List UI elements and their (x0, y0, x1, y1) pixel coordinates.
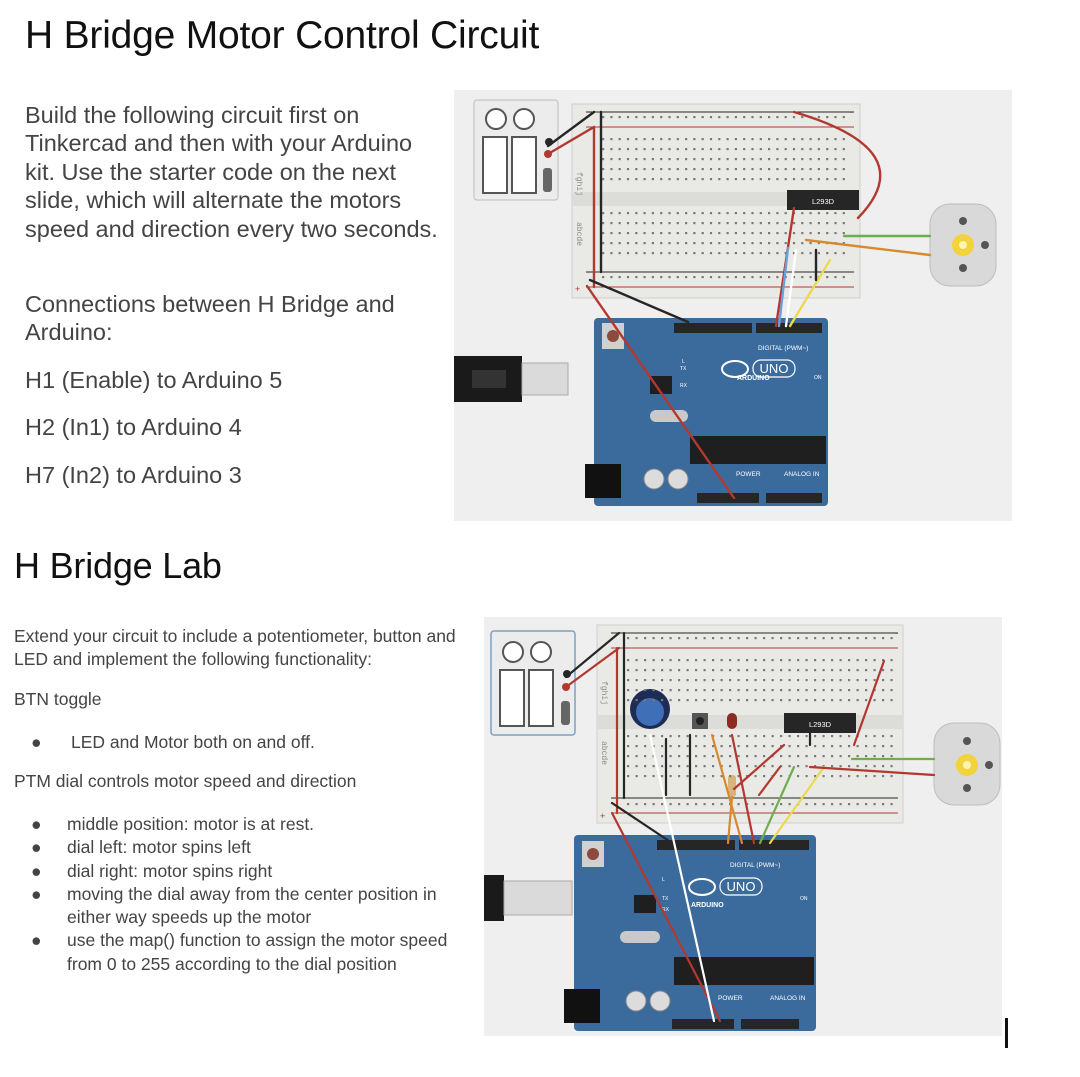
arduino-uno: DIGITAL (PWM~) ARDUINO UNO POWER ANALOG … (594, 318, 828, 506)
section2-title: H Bridge Lab (14, 545, 222, 586)
l-label: L (662, 877, 665, 883)
row-letters: abcde (599, 741, 608, 765)
uno-label: UNO (727, 879, 756, 894)
dc-motor (933, 722, 1001, 806)
breadboard-holes (627, 637, 893, 640)
list-item: ● middle position: motor is at rest. (14, 813, 459, 836)
battery-pack (490, 630, 576, 736)
row-letters: fghij (574, 172, 583, 196)
breadboard-holes (602, 138, 845, 181)
list-item-text: middle position: motor is at rest. (67, 814, 315, 834)
tx-label: TX (662, 896, 669, 902)
connection-item: H7 (In2) to Arduino 3 (25, 462, 242, 488)
bullet: ● (31, 837, 42, 858)
digital-label: DIGITAL (PWM~) (730, 862, 780, 869)
circuit-diagram-lab: fghij abcde + - L293D (484, 617, 1002, 1036)
plus-sign: + (575, 284, 580, 294)
board-label: ARDUINO (737, 375, 770, 382)
list-item-text: dial right: motor spins right (67, 860, 273, 881)
push-button (692, 713, 708, 729)
list-item-text: dial left: motor spins left (67, 837, 251, 858)
list-item-text: use the map() function to assign the mot… (67, 930, 448, 974)
list-item: ● dial right: motor spins right (14, 860, 459, 883)
analog-label: ANALOG IN (770, 995, 806, 1002)
circuit-diagram-basic-svg: fghij abcde + - L293D (454, 99, 997, 506)
ptm-list: ● middle position: motor is at rest. ● dia… (14, 813, 459, 976)
section2-intro: Extend your circuit to include a potenti… (14, 626, 456, 670)
list-item-text: LED and Motor both on and off. (71, 732, 315, 752)
list-item-text: moving the dial away from the center pos… (67, 883, 437, 928)
power-label: POWER (736, 471, 761, 478)
row-letters: abcde (574, 222, 583, 246)
led (727, 713, 737, 729)
rx-label: RX (662, 907, 670, 913)
btn-list: ● LED and Motor both on and off. (14, 731, 454, 754)
usb-connector (484, 875, 573, 921)
chip-label: L293D (809, 720, 832, 729)
breadboard-holes (602, 116, 845, 119)
section1-title: H Bridge Motor Control Circuit (25, 14, 540, 57)
bullet: ● (31, 860, 42, 881)
rx-label: RX (680, 383, 688, 389)
resistor (728, 775, 736, 797)
connection-item: H2 (In1) to Arduino 4 (25, 414, 242, 440)
battery-pack (473, 99, 559, 201)
chip-l293d: L293D (787, 190, 859, 210)
uno-label: UNO (760, 361, 789, 376)
usb-connector (454, 356, 569, 402)
row-letters: fghij (599, 681, 608, 705)
board-label: ARDUINO (691, 902, 724, 909)
bullet: ● (31, 930, 42, 951)
plus-sign: + (600, 811, 605, 821)
chip-l293d: L293D (784, 713, 856, 733)
list-item: ● LED and Motor both on and off. (14, 731, 454, 754)
connection-item: H1 (Enable) to Arduino 5 (25, 367, 283, 393)
breadboard-holes (627, 659, 893, 702)
ptm-heading: PTM dial controls motor speed and direct… (14, 771, 357, 791)
minus-sign: - (850, 107, 853, 117)
bullet: ● (31, 814, 42, 834)
connections-heading: Connections between H Bridge and Arduino… (25, 291, 395, 346)
dc-motor (929, 203, 997, 287)
power-jack (564, 989, 600, 1023)
power-label: POWER (718, 995, 743, 1002)
circuit-diagram-basic: fghij abcde + - L293D (454, 90, 1012, 521)
bullet: ● (31, 732, 42, 752)
text-cursor (1005, 1018, 1008, 1048)
digital-label: DIGITAL (PWM~) (758, 345, 808, 352)
section1-intro: Build the following circuit first on Tin… (25, 102, 438, 242)
power-jack (585, 464, 621, 498)
analog-label: ANALOG IN (784, 471, 820, 478)
bullet: ● (31, 883, 42, 904)
list-item: ● dial left: motor spins left (14, 836, 459, 859)
on-label: ON (800, 896, 808, 902)
wires (546, 110, 932, 500)
breadboard-holes (602, 212, 845, 255)
minus-sign: - (895, 628, 898, 638)
btn-heading: BTN toggle (14, 689, 102, 709)
potentiometer (630, 689, 670, 729)
breadboard-holes (627, 803, 893, 806)
on-label: ON (814, 375, 822, 381)
list-item: ● moving the dial away from the center po… (14, 883, 459, 930)
circuit-diagram-lab-svg: fghij abcde + - L293D (484, 624, 1001, 1031)
chip-label: L293D (812, 197, 835, 206)
tx-label: TX (680, 366, 687, 372)
l-label: L (682, 359, 685, 365)
list-item: ● use the map() function to assign the mo… (14, 929, 459, 976)
wires (564, 631, 936, 1023)
